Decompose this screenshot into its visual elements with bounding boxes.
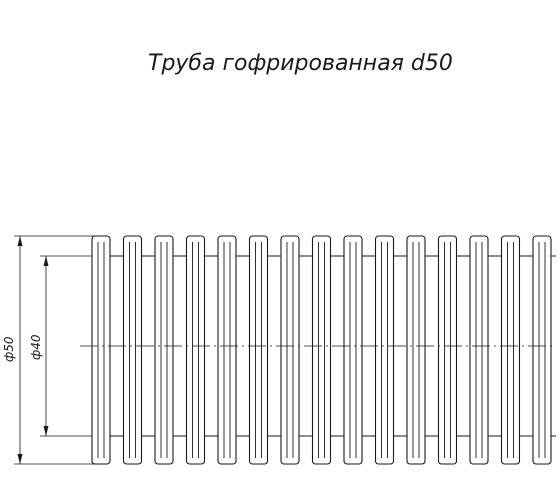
pipe-rib bbox=[437, 235, 458, 465]
inner-diameter-label: ф40 bbox=[29, 334, 43, 360]
pipe-rib bbox=[469, 235, 489, 465]
corrugated-pipe bbox=[91, 235, 556, 465]
pipe-rib bbox=[154, 235, 174, 465]
pipe-rib bbox=[217, 235, 237, 465]
pipe-rib bbox=[122, 235, 143, 465]
pipe-rib bbox=[248, 235, 269, 465]
pipe-rib bbox=[343, 235, 363, 465]
pipe-rib bbox=[374, 235, 395, 465]
pipe-rib bbox=[280, 235, 300, 465]
pipe-rib bbox=[532, 235, 552, 465]
pipe-rib bbox=[406, 235, 426, 465]
drawing-title: Труба гофрированная d50 bbox=[148, 51, 453, 76]
inner-diameter-dimension: ф40 bbox=[29, 255, 96, 437]
pipe-rib bbox=[185, 235, 206, 465]
outer-diameter-label: ф50 bbox=[2, 336, 16, 362]
pipe-rib bbox=[311, 235, 332, 465]
pipe-rib bbox=[500, 235, 521, 465]
outer-diameter-dimension: ф50 bbox=[2, 235, 96, 465]
pipe-rib bbox=[91, 235, 111, 465]
